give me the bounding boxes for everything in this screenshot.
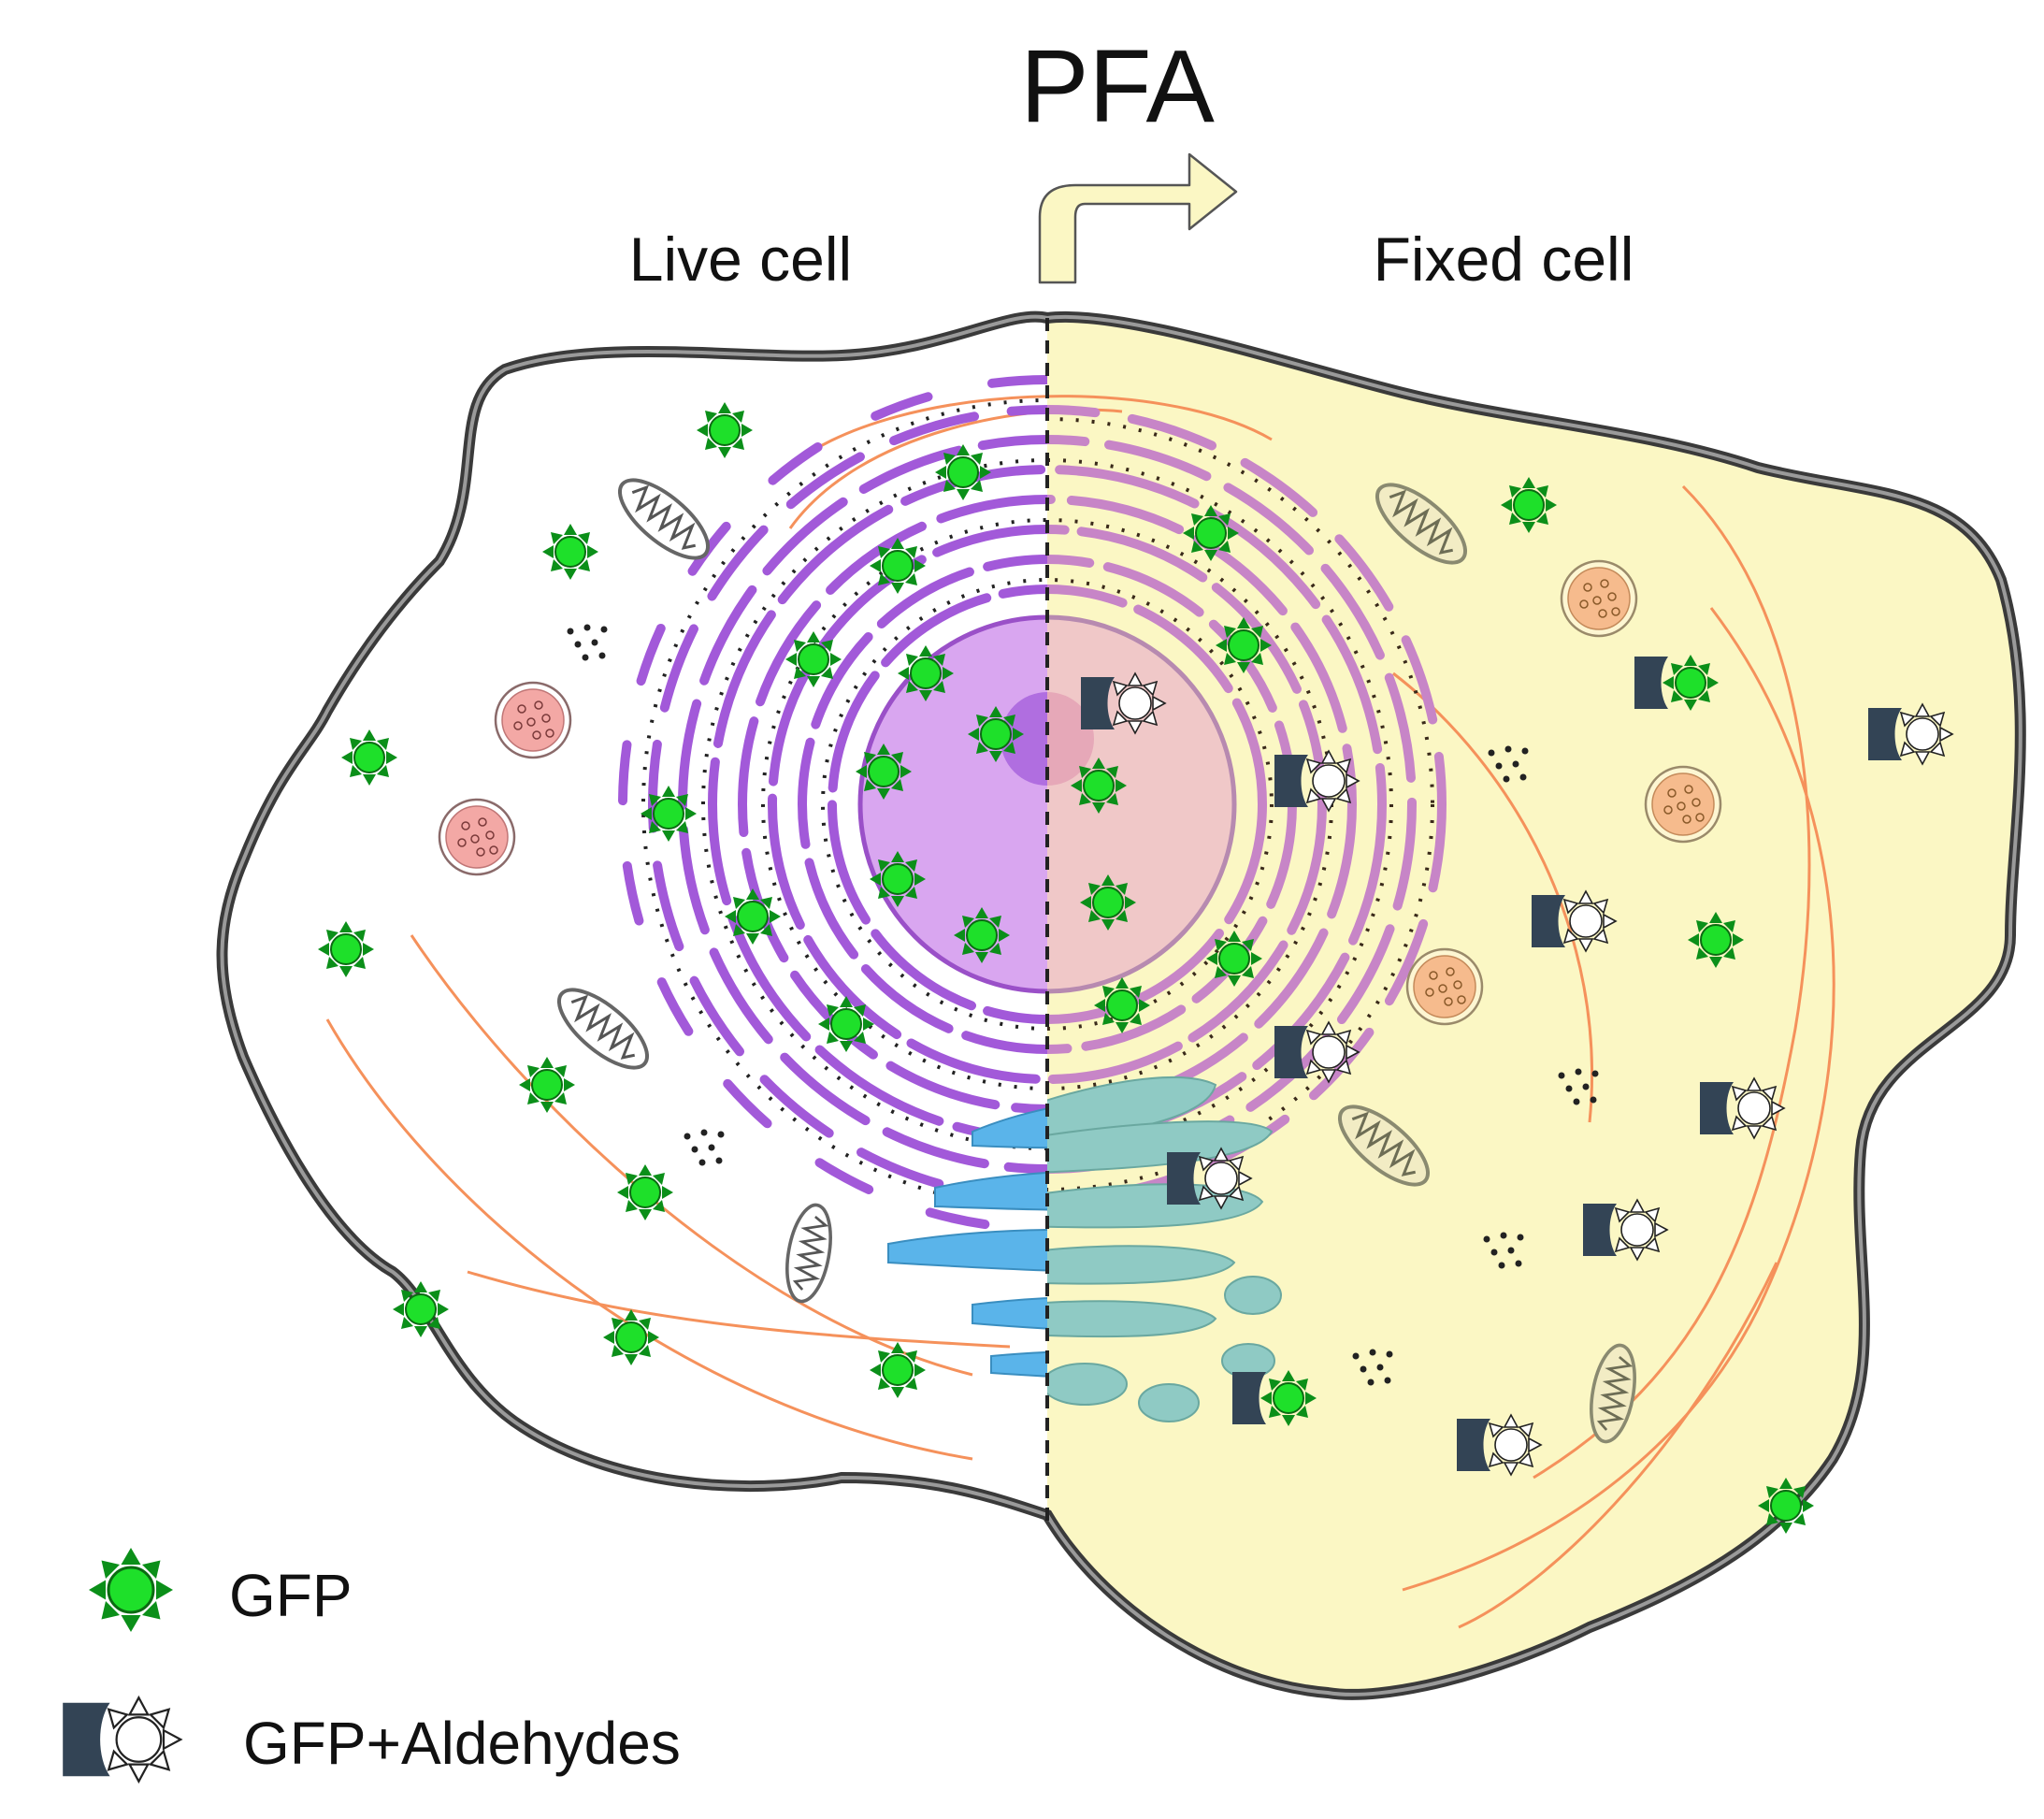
gfp-icon bbox=[1093, 976, 1151, 1034]
gfp-icon bbox=[602, 1308, 660, 1366]
diagram-title: PFA bbox=[1020, 29, 1215, 144]
gfp-icon bbox=[340, 729, 398, 787]
lysosome-icon bbox=[438, 798, 516, 876]
nucleus-live bbox=[857, 614, 1047, 994]
gfp-icon bbox=[1687, 911, 1745, 969]
gfp-icon bbox=[541, 523, 599, 581]
gfp-icon bbox=[934, 443, 992, 501]
gfp-icon bbox=[1757, 1477, 1815, 1535]
gfp-icon bbox=[869, 1341, 927, 1399]
lysosome-icon bbox=[1644, 765, 1722, 844]
gfp-icon bbox=[616, 1163, 674, 1221]
gfp-icon bbox=[869, 850, 927, 908]
gfp-icon bbox=[1215, 616, 1273, 674]
arrow-icon bbox=[1038, 152, 1238, 284]
gfp-icon bbox=[518, 1056, 576, 1114]
gfp-aldehyde-green-icon bbox=[1634, 654, 1720, 712]
gfp-icon bbox=[317, 920, 375, 978]
gfp-icon bbox=[817, 995, 875, 1053]
gfp-aldehyde-icon bbox=[62, 1696, 182, 1783]
gfp-icon bbox=[640, 785, 698, 843]
gfp-icon bbox=[855, 743, 913, 801]
gfp-icon bbox=[1500, 476, 1558, 534]
gfp-icon bbox=[784, 630, 842, 688]
gfp-icon bbox=[696, 401, 754, 459]
gfp-icon bbox=[897, 644, 955, 702]
gfp-icon bbox=[1205, 930, 1263, 988]
golgi-live bbox=[887, 1098, 1047, 1380]
gfp-icon bbox=[1079, 873, 1137, 931]
legend-gfp-aldehydes-label: GFP+Aldehydes bbox=[243, 1710, 681, 1777]
live-cell-label: Live cell bbox=[629, 224, 852, 294]
lysosome-icon bbox=[494, 681, 572, 759]
legend-gfp-label: GFP bbox=[229, 1562, 353, 1629]
gfp-aldehyde-green-icon bbox=[1232, 1369, 1317, 1427]
legend: GFP GFP+Aldehydes bbox=[62, 1546, 681, 1783]
gfp-icon bbox=[724, 888, 782, 946]
gfp-icon bbox=[87, 1546, 175, 1634]
gfp-icon bbox=[392, 1280, 450, 1338]
gfp-aldehyde-markers bbox=[1080, 654, 1953, 1476]
gfp-icon bbox=[953, 906, 1011, 964]
gfp-icon bbox=[1070, 757, 1128, 815]
fixed-cell-label: Fixed cell bbox=[1374, 224, 1634, 294]
lysosome-icon bbox=[1405, 947, 1484, 1026]
gfp-icon bbox=[967, 705, 1025, 763]
lysosome-icon bbox=[1560, 559, 1638, 638]
gfp-icon bbox=[1182, 504, 1240, 562]
gfp-icon bbox=[869, 537, 927, 595]
